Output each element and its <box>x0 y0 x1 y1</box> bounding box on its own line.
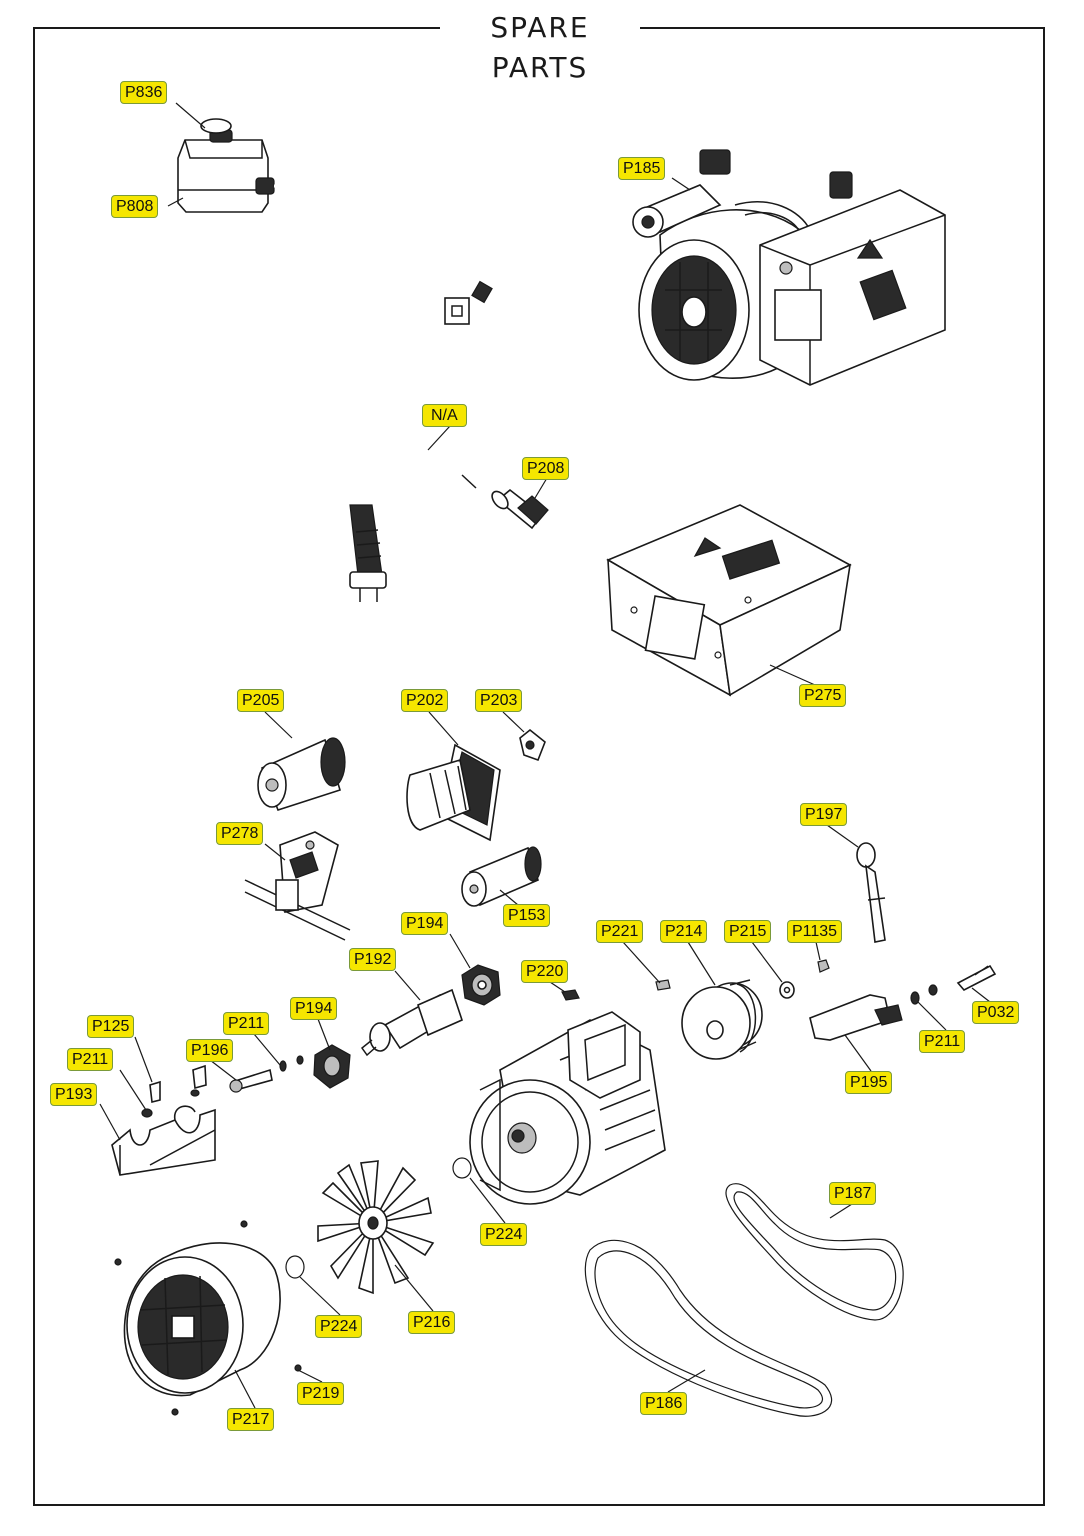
label-p215[interactable]: P215 <box>724 920 772 943</box>
washers-and-bolt-right-drawing <box>910 964 997 1005</box>
label-p153[interactable]: P153 <box>503 904 551 927</box>
label-p186[interactable]: P186 <box>640 1392 688 1415</box>
capacitor-small-drawing <box>461 846 542 907</box>
motor-assembly-drawing <box>632 103 946 386</box>
label-p224-lower[interactable]: P224 <box>315 1315 363 1338</box>
label-p1135[interactable]: P1135 <box>787 920 843 943</box>
shaft-key-drawing <box>561 989 580 1001</box>
cable-gland-drawing <box>491 488 549 530</box>
label-p211-middle[interactable]: P211 <box>223 1012 270 1035</box>
label-p836[interactable]: P836 <box>120 81 168 104</box>
pulley-drawing <box>681 979 763 1060</box>
label-p197[interactable]: P197 <box>800 803 848 826</box>
label-p208[interactable]: P208 <box>522 457 570 480</box>
eye-bolt-drawing <box>856 842 886 943</box>
label-p192[interactable]: P192 <box>349 948 397 971</box>
label-p202[interactable]: P202 <box>401 689 449 712</box>
label-p214[interactable]: P214 <box>660 920 708 943</box>
label-p187[interactable]: P187 <box>829 1182 877 1205</box>
control-box-with-button-drawing <box>177 118 506 325</box>
contactor-drawing <box>244 831 351 941</box>
motor-cradle-drawing <box>111 1105 216 1176</box>
label-p216[interactable]: P216 <box>408 1311 456 1334</box>
label-na[interactable]: N/A <box>422 404 467 427</box>
label-p185[interactable]: P185 <box>618 157 666 180</box>
label-p193[interactable]: P193 <box>50 1083 98 1106</box>
label-p278[interactable]: P278 <box>216 822 264 845</box>
washer-and-screw-drawing <box>779 959 830 999</box>
hex-nut-lower-drawing <box>313 1044 351 1089</box>
electric-motor-drawing <box>469 1011 666 1205</box>
label-p219[interactable]: P219 <box>297 1382 345 1405</box>
power-cord-drawing <box>345 430 477 602</box>
label-p275[interactable]: P275 <box>799 684 847 707</box>
label-p195[interactable]: P195 <box>845 1071 893 1094</box>
capacitor-large-drawing <box>257 737 346 811</box>
leader-lines <box>99 102 991 1409</box>
circlip-lower-drawing <box>285 1255 305 1279</box>
label-p220[interactable]: P220 <box>521 960 569 983</box>
label-p224-upper[interactable]: P224 <box>480 1223 528 1246</box>
cooling-fan-drawing <box>317 1160 435 1295</box>
label-p211-right[interactable]: P211 <box>919 1030 966 1053</box>
label-p032[interactable]: P032 <box>972 1001 1020 1024</box>
label-p205[interactable]: P205 <box>237 689 285 712</box>
fasteners-left-drawing <box>141 1055 304 1118</box>
circlip-upper-drawing <box>452 1157 472 1179</box>
label-p194-upper[interactable]: P194 <box>401 912 449 935</box>
bracket-drawing <box>809 994 903 1041</box>
label-p217[interactable]: P217 <box>227 1408 275 1431</box>
hex-nut-upper-drawing <box>461 964 501 1006</box>
label-p196[interactable]: P196 <box>186 1039 234 1062</box>
electrical-box-drawing <box>606 504 852 697</box>
label-p221[interactable]: P221 <box>596 920 644 943</box>
belt-upper-drawing <box>725 1183 904 1321</box>
label-p203[interactable]: P203 <box>475 689 523 712</box>
tension-rod-drawing <box>360 988 463 1057</box>
page-title: SPARE PARTS <box>440 8 640 84</box>
label-p211-left[interactable]: P211 <box>67 1048 114 1071</box>
belt-lower-drawing <box>584 1239 833 1417</box>
fan-cover-drawing <box>114 1220 302 1416</box>
label-p808[interactable]: P808 <box>111 195 159 218</box>
label-p194-lower[interactable]: P194 <box>290 997 338 1020</box>
rotary-switch-drawing <box>406 728 546 842</box>
label-p125[interactable]: P125 <box>87 1015 135 1038</box>
